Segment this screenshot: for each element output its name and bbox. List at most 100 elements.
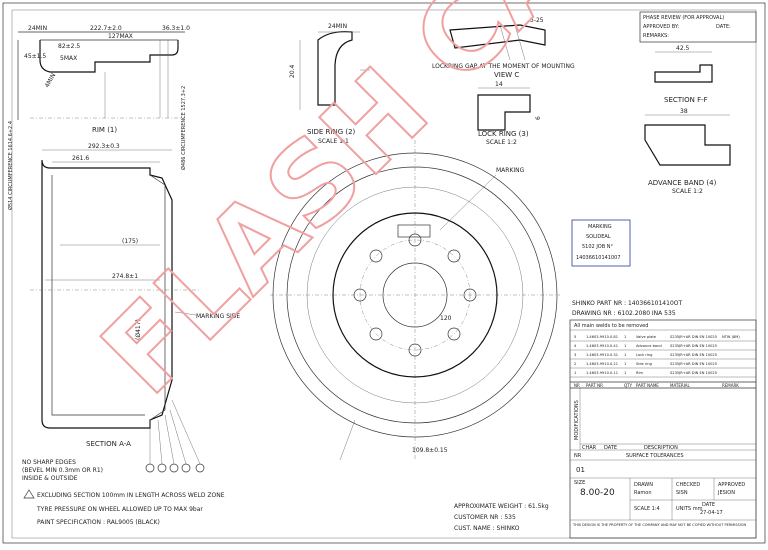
marking-box-line2: 5102 JOB N° <box>582 244 613 250</box>
bom-cell: 1 <box>624 371 626 375</box>
bolt-holes <box>353 233 477 357</box>
bom-cell: 3 <box>574 353 576 357</box>
dim-14: 14 <box>495 81 503 88</box>
bom-cell: 1.4603.9910.0.11 <box>586 371 618 375</box>
wheel-outer-circle <box>272 152 558 438</box>
bolt-circle <box>359 239 471 351</box>
bom-cell: Rim <box>636 371 643 375</box>
wheel-front-view: 120 109.8±0.15 MARKING <box>270 140 560 461</box>
bom-cell: Valve plate <box>636 335 657 339</box>
bom-cell: 1 <box>624 353 626 357</box>
bom-cell: 2 <box>574 362 576 366</box>
bolt-hole <box>353 288 367 302</box>
weight-block: APPROXIMATE WEIGHT : 61.5kg CUSTOMER NR … <box>454 503 549 532</box>
bom-cell: S235JR+AR DIN EN 10025 <box>670 353 717 357</box>
section-ff-view: 42.5 SECTION F-F <box>654 45 713 104</box>
dim-24min-b: 24MIN <box>328 23 347 30</box>
units: UNITS mm <box>676 506 703 512</box>
dim-45: 45±1.5 <box>24 53 46 60</box>
rev-head-char: CHAR <box>582 445 597 451</box>
bom-cell: 5 <box>574 335 576 339</box>
side-ring-view: 24MIN 20.4 SIDE RING (2) SCALE 1:1 <box>289 23 370 145</box>
approx-weight: APPROXIMATE WEIGHT : 61.5kg <box>454 503 549 510</box>
size-value: 8.00-20 <box>580 488 615 498</box>
side-ring-label: SIDE RING (2) <box>307 128 356 136</box>
balloon-4 <box>181 463 191 473</box>
inner-border <box>11 9 757 539</box>
date-value: 27-04-17 <box>700 510 723 516</box>
dim-42-5: 42.5 <box>676 45 690 52</box>
rev-head-date: DATE <box>604 445 617 451</box>
surface-label: SURFACE TOLERANCES <box>626 453 684 459</box>
bolt-hole <box>369 327 383 341</box>
dim-292: 292.3±0.3 <box>88 143 120 150</box>
bom-cell: 1.4603.9910.0.21 <box>586 362 618 366</box>
checked-label: CHECKED <box>676 482 700 488</box>
dim-127: 127MAX <box>108 33 133 40</box>
scale: SCALE 1:4 <box>634 506 660 512</box>
dim-5max: 5MAX <box>60 55 77 62</box>
wheel-rim-circle <box>286 166 544 424</box>
size-label: SIZE <box>574 480 585 486</box>
note-3: PAINT SPECIFICATION : RAL9005 (BLACK) <box>37 519 160 526</box>
lock-ring-label: LOCK RING (3) <box>478 130 529 138</box>
balloon-5 <box>195 463 205 473</box>
dim-4min: 4MIN <box>44 72 58 89</box>
footer-note: THIS DESIGN IS THE PROPERTY OF THE COMPA… <box>572 523 747 527</box>
bom-cell: 1 <box>624 344 626 348</box>
bom-cell: 1 <box>624 335 626 339</box>
dim-82: 82±2.5 <box>58 43 80 50</box>
approval-remarks: REMARKS: <box>643 33 669 39</box>
bom-header-cell: QTY <box>624 383 633 388</box>
bom-header-cell: REMARK <box>722 383 739 388</box>
dim-5-25: 5-25 <box>530 17 544 24</box>
note-1: EXCLUDING SECTION 100mm IN LENGTH ACROSS… <box>37 492 225 499</box>
wheel-flange-circle <box>306 186 524 404</box>
dim-36-3: 36.3±1.0 <box>162 25 190 32</box>
lock-ring-view: 14 6 LOCK RING (3) SCALE 1:2 <box>477 81 542 146</box>
section-ff-label: SECTION F-F <box>664 96 708 104</box>
bom-cell: 1.4603.9910.0.41 <box>586 344 618 348</box>
dim-261: 261.6 <box>72 155 89 162</box>
disc-circle <box>332 212 498 378</box>
advance-band-view: 38 ADVANCE BAND (4) SCALE 1:2 <box>644 108 731 195</box>
title-block: SHINKO PART NR : 140366101410OT DRAWING … <box>569 300 757 539</box>
dim-24min: 24MIN <box>28 25 47 32</box>
bolt-hole <box>447 249 461 263</box>
advance-band-label: ADVANCE BAND (4) <box>648 179 717 187</box>
drawn-label: DRAWN <box>634 482 653 488</box>
dim-222: 222.7±2.0 <box>90 25 122 32</box>
dim-417: (Ø417) <box>135 319 142 340</box>
bom-cell: S235JR+AR DIN EN 10025 <box>670 335 717 339</box>
circumference-2: Ø486 CIRCUMFERENCE 1527.3+2 <box>180 86 187 170</box>
bolt-hole <box>447 327 461 341</box>
dim-109: 109.8±0.15 <box>412 447 448 454</box>
approved-value: JESION <box>717 490 735 496</box>
bolt-hole <box>408 233 422 247</box>
rim-label: RIM (1) <box>92 126 117 134</box>
bom-cell: S235JR+AR DIN EN 10025 <box>670 344 717 348</box>
bom-header-cell: PART NR <box>586 383 603 388</box>
dim-38: 38 <box>680 108 688 115</box>
bolt-hole <box>369 249 383 263</box>
bom-cell: Lock ring <box>636 353 652 357</box>
dim-175: (175) <box>122 238 138 245</box>
customer-name: CUST. NAME : SHINKO <box>454 525 520 532</box>
drawn-value: Ramon <box>634 490 652 496</box>
bom-header-cell: MATERIAL <box>670 383 691 388</box>
part-nr: SHINKO PART NR : 140366101410OT <box>572 300 682 307</box>
bom-cell: 4 <box>574 344 577 348</box>
note-2: TYRE PRESSURE ON WHEEL ALLOWED UP TO MAX… <box>36 506 203 513</box>
lockring-gap-label: LOCKRING GAP AT THE MOMENT OF MOUNTING <box>432 63 575 70</box>
valve-slot <box>397 224 431 238</box>
bolt-hole <box>408 343 422 357</box>
marking-label: MARKING <box>496 167 525 174</box>
view-c-label: VIEW C <box>494 71 519 79</box>
warning-icon <box>23 489 35 499</box>
dim-120: 120 <box>440 315 452 322</box>
dim-6: 6 <box>535 116 542 120</box>
